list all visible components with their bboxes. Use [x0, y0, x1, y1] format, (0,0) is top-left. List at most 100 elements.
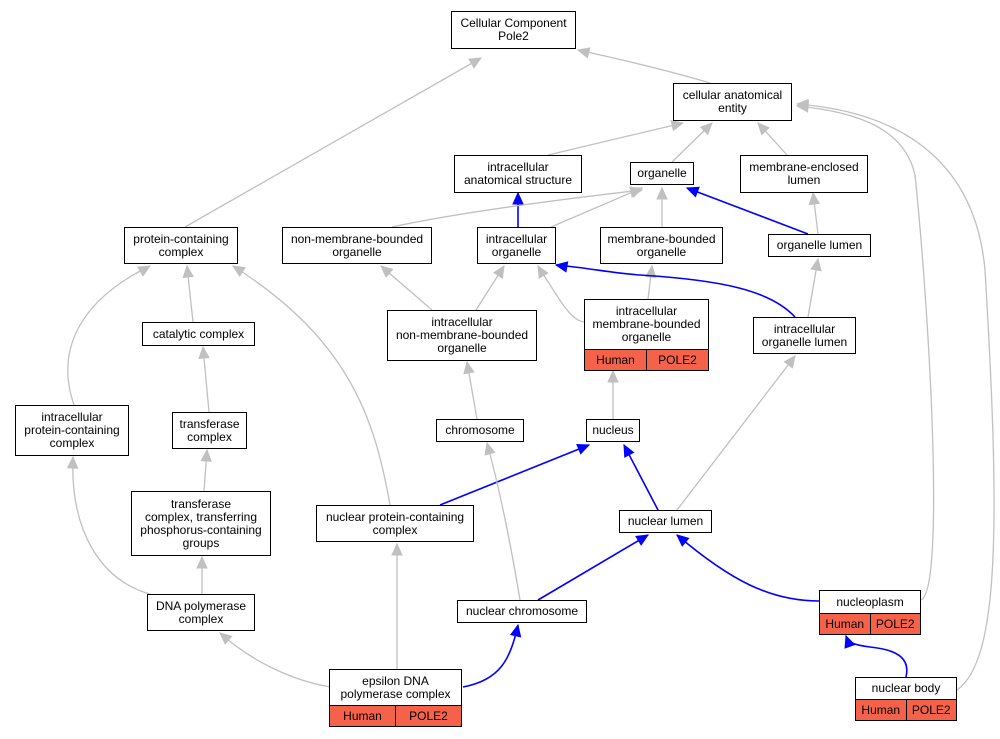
edge-line	[486, 442, 521, 601]
edge-iol-to-io	[554, 261, 796, 318]
edge-dpc-to-tcp	[196, 555, 208, 594]
edge-arrowhead	[783, 355, 796, 369]
edge-line	[577, 49, 711, 84]
edge-edpc-to-dpc	[219, 632, 331, 688]
node-intracellular-membrane-bounded-organelle[interactable]: intracellular membrane-bounded organelle…	[584, 299, 709, 371]
edge-arrowhead	[844, 634, 856, 649]
edge-arrowhead	[676, 534, 690, 547]
node-nuclear-body[interactable]: nuclear body Human POLE2	[855, 677, 957, 721]
node-label: nuclear chromosome	[465, 604, 579, 618]
edge-arrowhead	[699, 122, 713, 136]
annotation-row: Human POLE2	[820, 613, 920, 634]
node-label: intracellular membrane-bounded organelle	[592, 304, 701, 344]
node-label: membrane-enclosed lumen	[749, 160, 859, 187]
node-nucleoplasm[interactable]: nucleoplasm Human POLE2	[819, 590, 921, 635]
node-label: intracellular protein-containing complex	[24, 410, 120, 450]
edge-arrowhead	[537, 264, 549, 279]
edge-arrowhead	[137, 265, 152, 277]
annotation-row: Human POLE2	[585, 349, 708, 370]
node-cellular-component-pole2[interactable]: Cellular Component Pole2	[451, 11, 576, 49]
edge-arrowhead	[629, 186, 644, 198]
node-transferase-complex[interactable]: transferase complex	[172, 412, 247, 449]
edge-arrowhead	[484, 441, 496, 456]
node-label: non-membrane-bounded organelle	[290, 231, 424, 259]
gene-cell: POLE2	[395, 706, 461, 726]
node-intracellular-protein-containing-complex[interactable]: intracellular protein-containing complex	[15, 405, 129, 456]
node-cellular-anatomical-entity[interactable]: cellular anatomical entity	[673, 83, 792, 121]
node-label: intracellular non-membrane-bounded organ…	[395, 315, 529, 355]
edge-line	[555, 264, 796, 318]
node-organelle-lumen[interactable]: organelle lumen	[768, 234, 871, 257]
node-dna-polymerase-complex[interactable]: DNA polymerase complex	[147, 594, 255, 631]
edge-arrowhead	[231, 265, 246, 277]
node-organelle[interactable]: organelle	[630, 162, 694, 185]
node-intracellular-organelle[interactable]: intracellular organelle	[477, 227, 556, 264]
edge-line	[184, 57, 482, 228]
node-nuclear-lumen[interactable]: nuclear lumen	[619, 510, 712, 533]
edge-line	[462, 624, 519, 688]
edge-io-to-ias	[512, 191, 524, 227]
gene-cell: POLE2	[905, 700, 956, 720]
edge-nl-to-iol	[676, 355, 796, 511]
edge-arrowhead	[623, 443, 635, 458]
node-label: organelle lumen	[776, 238, 863, 252]
edge-nuclearbody-to-cae	[795, 98, 995, 691]
edge-arrowhead	[198, 345, 210, 359]
edge-cae-to-root	[576, 47, 711, 84]
node-label: catalytic complex	[152, 326, 245, 341]
node-transferase-complex-phosphorus[interactable]: transferase complex, transferring phosph…	[131, 491, 271, 556]
node-non-membrane-bounded-organelle[interactable]: non-membrane-bounded organelle	[282, 227, 432, 264]
node-intracellular-anatomical-structure[interactable]: intracellular anatomical structure	[454, 155, 582, 193]
node-nuclear-protein-containing-complex[interactable]: nuclear protein-containing complex	[316, 505, 474, 542]
node-epsilon-dna-polymerase-complex[interactable]: epsilon DNA polymerase complex Human POL…	[329, 669, 462, 727]
edge-nucleus-to-imbo	[607, 369, 619, 419]
node-catalytic-complex[interactable]: catalytic complex	[142, 322, 255, 346]
edge-arrowhead	[810, 257, 822, 272]
edge-arrowhead	[645, 264, 657, 279]
edge-line	[219, 632, 331, 688]
node-label: intracellular organelle	[485, 231, 548, 259]
node-membrane-bounded-organelle[interactable]: membrane-bounded organelle	[600, 227, 723, 264]
node-label: chromosome	[445, 423, 515, 437]
edge-arrowhead	[468, 57, 483, 69]
edge-io-to-organelle	[550, 187, 644, 228]
node-label: nucleoplasm	[836, 594, 904, 609]
node-nuclear-chromosome[interactable]: nuclear chromosome	[457, 600, 587, 623]
edge-nc-to-nl	[537, 534, 650, 601]
gene-cell: POLE2	[869, 614, 920, 634]
edge-imbo-to-io	[537, 264, 585, 323]
node-membrane-enclosed-lumen[interactable]: membrane-enclosed lumen	[740, 155, 868, 193]
edge-line	[796, 103, 995, 691]
edge-ol-to-organelle	[685, 186, 809, 235]
edge-pcc-to-root	[184, 57, 483, 228]
edge-nc-to-chromosome	[484, 441, 521, 601]
edge-arrowhead	[219, 632, 233, 645]
gene-cell: POLE2	[646, 350, 708, 370]
edge-arrowhead	[554, 261, 569, 273]
species-cell: Human	[330, 706, 395, 726]
node-label: organelle	[637, 166, 687, 180]
edge-line	[391, 189, 643, 228]
edge-chromosome-to-inmbo	[463, 360, 478, 420]
edge-arrowhead	[380, 265, 394, 278]
node-intracellular-non-membrane-bounded-organelle[interactable]: intracellular non-membrane-bounded organ…	[387, 310, 537, 361]
edge-line	[537, 534, 649, 601]
edge-arrowhead	[66, 455, 79, 469]
node-protein-containing-complex[interactable]: protein-containing complex	[124, 227, 238, 264]
edge-cc-to-pcc	[182, 264, 194, 323]
node-label: nucleus	[592, 423, 634, 437]
node-intracellular-organelle-lumen[interactable]: intracellular organelle lumen	[753, 317, 856, 354]
edge-arrowhead	[182, 264, 194, 279]
edge-line	[547, 122, 684, 156]
species-cell: Human	[856, 700, 906, 720]
edge-line	[676, 534, 820, 602]
node-nucleus[interactable]: nucleus	[586, 419, 640, 442]
edge-iol-to-ol	[807, 257, 822, 318]
edge-line	[845, 635, 908, 678]
node-label: transferase complex, transferring phosph…	[140, 496, 262, 550]
edge-arrowhead	[509, 623, 522, 638]
node-chromosome[interactable]: chromosome	[436, 419, 524, 442]
edge-tcp-to-tc	[200, 448, 212, 492]
node-label: nuclear body	[871, 681, 941, 695]
